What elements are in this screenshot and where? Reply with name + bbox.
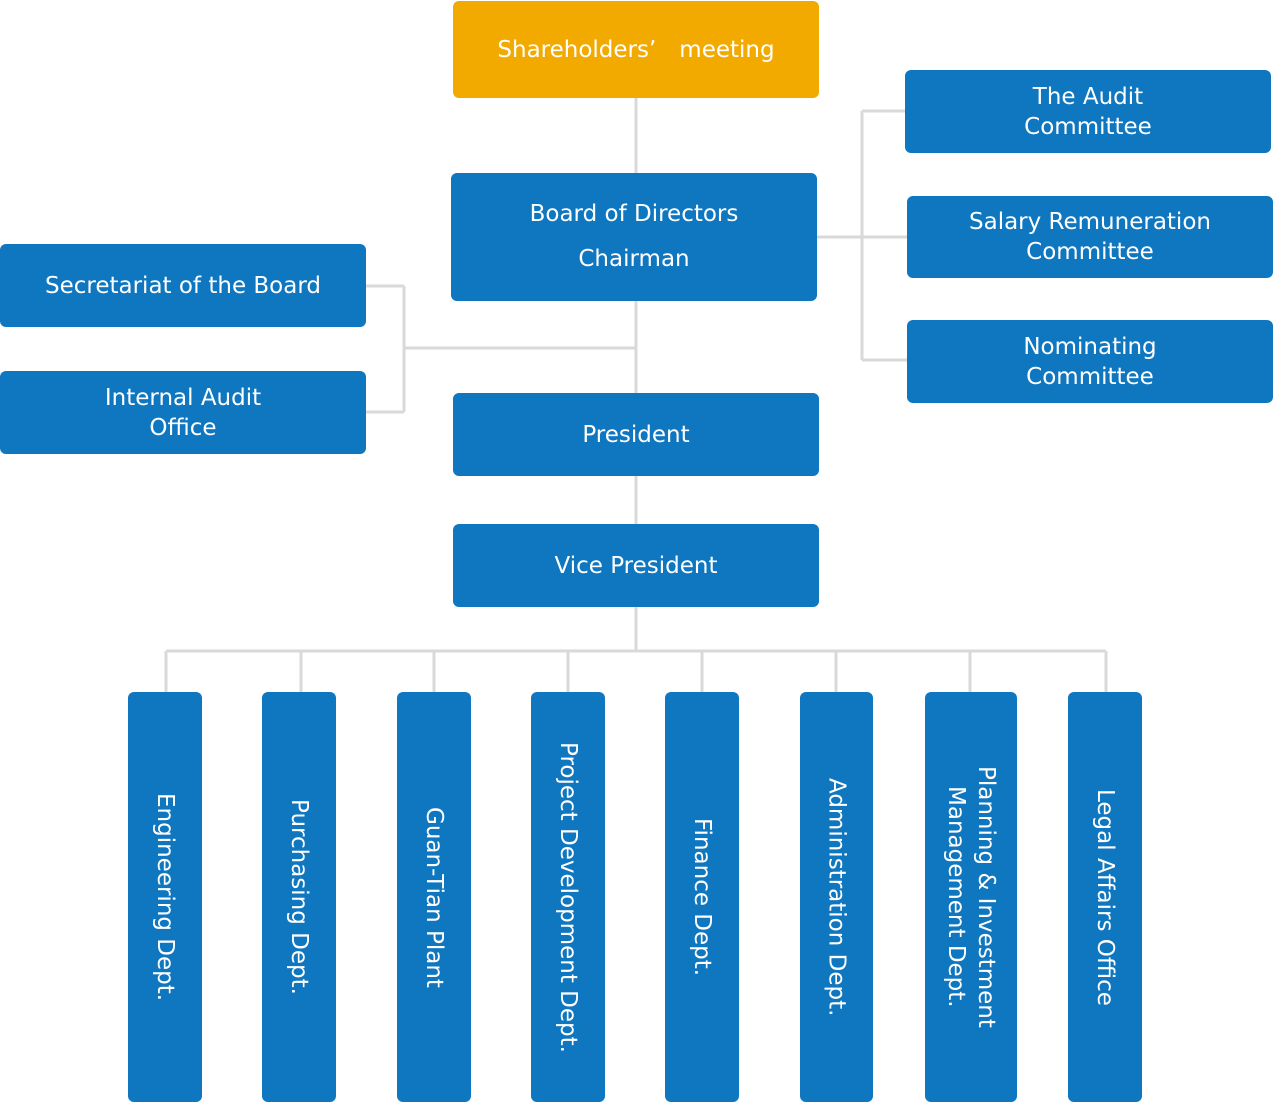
department-label-guan-tian-plant: Guan-Tian Plant (421, 806, 447, 988)
department-box-engineering: Engineering Dept. (128, 692, 202, 1102)
department-label-legal-affairs: Legal Affairs Office (1092, 788, 1118, 1006)
internal-audit-label-line2: Office (149, 414, 217, 441)
salary-committee-box: Salary Remuneration Committee (907, 196, 1273, 278)
department-label-administration: Administration Dept. (823, 777, 850, 1017)
department-box-finance: Finance Dept. (665, 692, 739, 1102)
nominating-committee-label-line1: Nominating (1023, 333, 1157, 360)
department-label-finance: Finance Dept. (689, 817, 715, 977)
audit-committee-box: The Audit Committee (905, 70, 1271, 153)
nominating-committee-label-line2: Committee (1026, 363, 1154, 390)
shareholders-meeting-box: Shareholders’ meeting (453, 1, 819, 98)
department-box-administration: Administration Dept. (800, 692, 873, 1102)
audit-committee-label-line1: The Audit (1032, 83, 1144, 110)
department-label-engineering: Engineering Dept. (152, 792, 178, 1002)
department-box-guan-tian-plant: Guan-Tian Plant (397, 692, 471, 1102)
vice-president-box: Vice President (453, 524, 819, 607)
department-label-purchasing: Purchasing Dept. (286, 799, 312, 995)
president-box: President (453, 393, 819, 476)
department-box-planning-investment: Planning & Investment Management Dept. (925, 692, 1017, 1102)
nominating-committee-box: Nominating Committee (907, 320, 1273, 403)
department-label-project-development: Project Development Dept. (555, 741, 581, 1053)
board-of-directors-box: Board of Directors Chairman (451, 173, 817, 301)
audit-committee-label-line2: Committee (1024, 113, 1152, 140)
vice-president-label: Vice President (554, 552, 718, 579)
department-label-planning-investment: Planning & Investment Management Dept. (943, 766, 999, 1028)
president-label: President (582, 421, 690, 448)
salary-committee-label-line1: Salary Remuneration (969, 209, 1211, 235)
chairman-label: Chairman (578, 246, 690, 272)
secretariat-box: Secretariat of the Board (0, 244, 366, 327)
internal-audit-label-line1: Internal Audit (104, 384, 262, 411)
board-of-directors-label: Board of Directors (529, 201, 739, 227)
shareholders-meeting-label: Shareholders’ meeting (497, 36, 775, 63)
department-box-legal-affairs: Legal Affairs Office (1068, 692, 1142, 1102)
internal-audit-box: Internal Audit Office (0, 371, 366, 454)
salary-committee-label-line2: Committee (1026, 239, 1154, 265)
department-box-project-development: Project Development Dept. (531, 692, 605, 1102)
secretariat-label: Secretariat of the Board (44, 272, 321, 299)
department-box-purchasing: Purchasing Dept. (262, 692, 336, 1102)
